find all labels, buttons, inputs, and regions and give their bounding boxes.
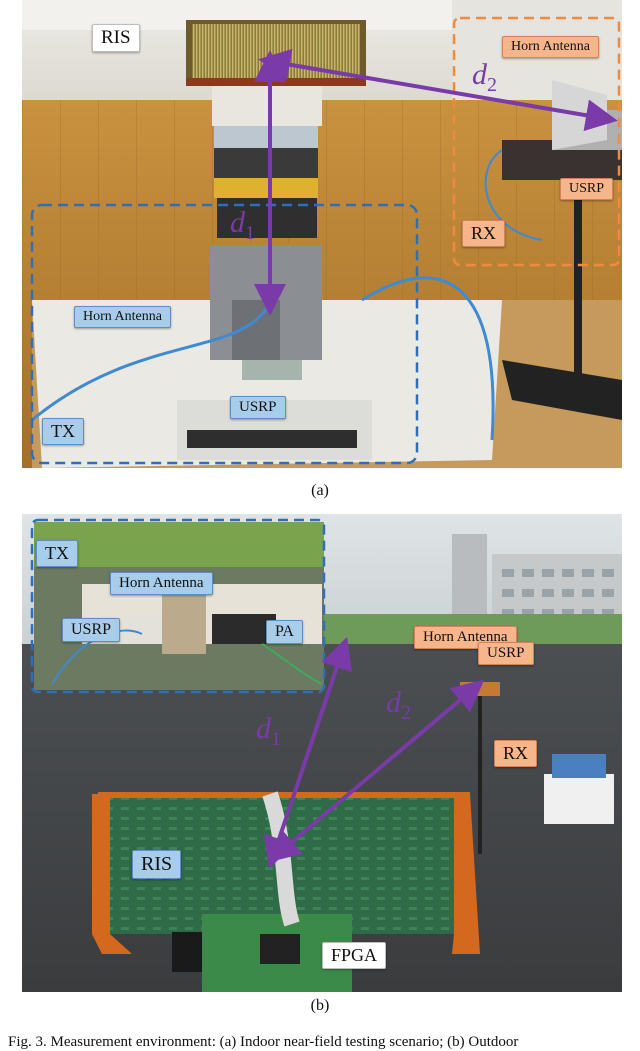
fpga-label: FPGA [322, 942, 387, 969]
indoor-scene [22, 0, 622, 468]
outdoor-photo: TX Horn Antenna USRP PA Horn Antenna USR… [22, 514, 622, 992]
d1-label: d1 [256, 712, 281, 750]
tx-region-box [30, 518, 326, 694]
subfigure-caption-a: (a) [311, 482, 329, 499]
usrp-rx-label: USRP [560, 178, 614, 200]
tx-region-box [30, 203, 419, 465]
rx-region-box [452, 16, 621, 267]
d2-arrow [258, 48, 618, 132]
tx-label: TX [42, 418, 84, 445]
pa-label: PA [266, 620, 303, 644]
usrp-tx-label: USRP [62, 618, 121, 642]
usrp-rx-label: USRP [478, 642, 534, 665]
d2-label: d2 [386, 686, 411, 724]
subfigure-caption-b: (b) [310, 997, 330, 1014]
rx-label: RX [494, 740, 538, 767]
tx-label: TX [36, 540, 78, 567]
outdoor-scene [22, 514, 622, 992]
d2-label: d2 [472, 58, 497, 96]
d1-label: d1 [230, 206, 255, 244]
ris-label: RIS [92, 24, 140, 52]
ris-label: RIS [132, 850, 182, 879]
usrp-tx-label: USRP [230, 396, 286, 419]
horn-antenna-tx-label: Horn Antenna [74, 306, 171, 328]
horn-antenna-rx-label: Horn Antenna [502, 36, 599, 58]
indoor-photo: RIS Horn Antenna USRP RX Horn Antenna US… [22, 0, 622, 468]
rx-label: RX [462, 220, 506, 247]
horn-antenna-tx-label: Horn Antenna [110, 572, 213, 595]
d2-arrow [267, 679, 485, 863]
figure-caption: Fig. 3. Measurement environment: (a) Ind… [8, 1034, 519, 1050]
